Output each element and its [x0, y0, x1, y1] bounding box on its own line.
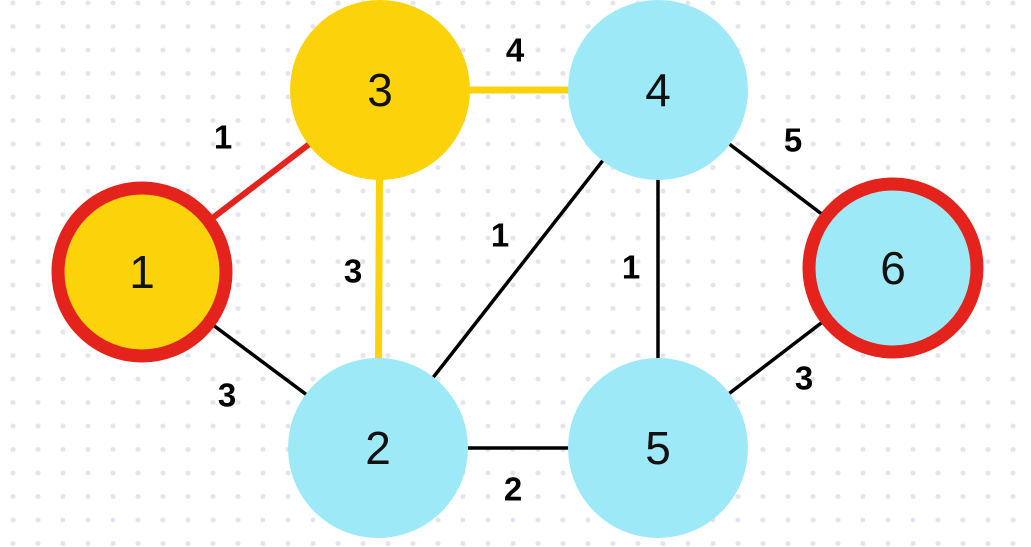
- node-label-2: 2: [365, 422, 391, 474]
- node-3[interactable]: [290, 0, 470, 180]
- edge-weight-4-5: 1: [622, 249, 640, 286]
- node-4[interactable]: [568, 0, 748, 180]
- node-5[interactable]: [568, 358, 748, 538]
- node-label-3: 3: [367, 64, 393, 116]
- edge-weight-3-4: 4: [506, 32, 525, 69]
- edge-weight-2-5: 2: [504, 471, 522, 508]
- node-1[interactable]: [51, 181, 233, 363]
- node-label-6: 6: [880, 242, 906, 294]
- edge-weight-1-3: 1: [214, 119, 232, 156]
- node-label-1: 1: [129, 246, 155, 298]
- node-6[interactable]: [802, 177, 984, 359]
- node-label-4: 4: [645, 64, 671, 116]
- edge-weight-1-2: 3: [218, 377, 236, 414]
- node-2[interactable]: [288, 358, 468, 538]
- edge-weight-3-2: 3: [344, 253, 362, 290]
- edge-weight-5-6: 3: [795, 360, 813, 397]
- node-label-5: 5: [645, 422, 671, 474]
- edge-weight-4-6: 5: [784, 122, 802, 159]
- edge-weight-2-4: 1: [491, 217, 509, 254]
